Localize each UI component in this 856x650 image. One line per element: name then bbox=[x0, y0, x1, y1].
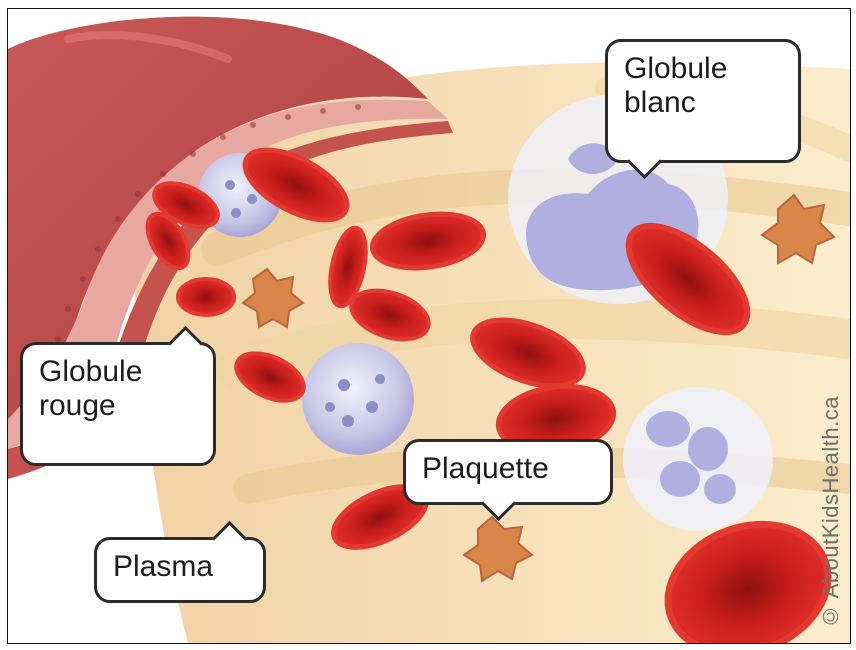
callout-red-cell: Globule rouge bbox=[20, 342, 216, 466]
white-blood-cell bbox=[623, 387, 773, 531]
diagram-frame: Globule blanc Globule rouge Plaquette Pl… bbox=[7, 8, 851, 644]
white-blood-cell bbox=[302, 343, 414, 455]
label-red-cell: Globule rouge bbox=[39, 355, 197, 423]
callout-white-cell: Globule blanc bbox=[605, 39, 801, 163]
callout-platelet: Plaquette bbox=[403, 439, 613, 505]
label-plasma: Plasma bbox=[113, 550, 247, 584]
red-blood-cell bbox=[178, 279, 234, 315]
label-white-cell: Globule blanc bbox=[624, 52, 782, 120]
credit-watermark: © AboutKidsHealth.ca bbox=[818, 396, 844, 629]
label-platelet: Plaquette bbox=[422, 452, 594, 486]
callout-plasma: Plasma bbox=[94, 537, 266, 603]
